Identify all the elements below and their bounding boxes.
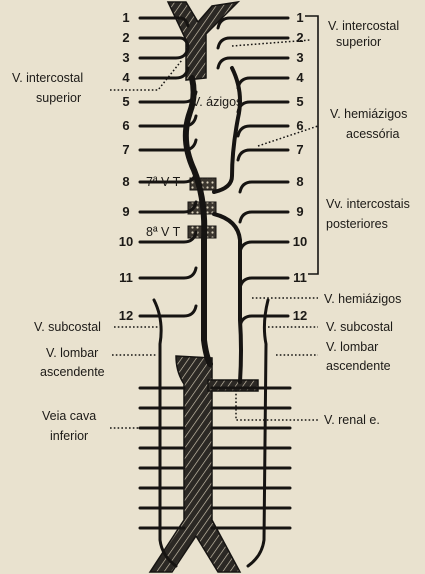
left-rib-number-2: 2 — [122, 30, 129, 45]
right-rib-number-3: 3 — [296, 50, 303, 65]
left-intercostal-vein-7 — [138, 138, 198, 152]
label-intercostal-superior-left-2: superior — [36, 91, 81, 105]
right-rib-number-4: 4 — [296, 70, 304, 85]
left-intercostal-vein-2 — [138, 36, 190, 48]
left-rib-number-12: 12 — [119, 308, 133, 323]
left-intercostal-vein-5 — [138, 90, 198, 104]
right-rib-number-5: 5 — [296, 94, 303, 109]
azygos-vein — [182, 75, 213, 367]
right-intercostal-vein-7 — [236, 148, 290, 162]
left-rib-number-4: 4 — [122, 70, 130, 85]
label-7-vt: 7ª V T — [146, 175, 181, 189]
left-rib-number-8: 8 — [122, 174, 129, 189]
left-intercostal-veins — [138, 16, 198, 318]
left-intercostal-vein-11 — [138, 266, 198, 280]
label-lombar-ascendente-left-2: ascendente — [40, 365, 105, 379]
left-rib-number-11: 11 — [119, 270, 133, 285]
right-intercostal-vein-1 — [216, 16, 290, 30]
label-intercostal-superior-left-1: V. intercostal — [12, 71, 83, 85]
left-intercostal-vein-8 — [138, 170, 198, 184]
left-intercostal-vein-3 — [138, 46, 190, 60]
right-rib-number-1: 1 — [296, 10, 303, 25]
right-intercostal-vein-3 — [216, 56, 290, 70]
label-intercostal-superior-right-2: superior — [336, 35, 381, 49]
label-lombar-ascendente-left-1: V. lombar — [46, 346, 98, 360]
right-rib-number-10: 10 — [293, 234, 307, 249]
label-intercostal-superior-right-1: V. intercostal — [328, 19, 399, 33]
left-intercostal-vein-4 — [138, 66, 190, 80]
label-intercostais-posteriores-2: posteriores — [326, 217, 388, 231]
right-rib-number-8: 8 — [296, 174, 303, 189]
label-subcostal-right: V. subcostal — [326, 320, 393, 334]
left-rib-number-6: 6 — [122, 118, 129, 133]
label-lombar-ascendente-right-2: ascendente — [326, 359, 391, 373]
right-intercostal-vein-11 — [238, 276, 290, 290]
left-intercostal-vein-1 — [138, 16, 190, 28]
right-rib-number-2: 2 — [296, 30, 303, 45]
leader-lines — [110, 39, 319, 429]
right-intercostal-vein-10 — [238, 240, 290, 254]
left-intercostal-vein-9 — [138, 200, 198, 214]
right-rib-number-7: 7 — [296, 142, 303, 157]
left-rib-number-3: 3 — [122, 50, 129, 65]
left-rib-number-5: 5 — [122, 94, 129, 109]
brachiocephalic-veins — [166, 0, 241, 81]
label-8-vt: 8ª V T — [146, 225, 181, 239]
right-rib-number-9: 9 — [296, 204, 303, 219]
right-rib-number-12: 12 — [293, 308, 307, 323]
left-rib-number-10: 10 — [119, 234, 133, 249]
left-intercostal-vein-6 — [138, 114, 198, 128]
inferior-vena-cava — [148, 355, 242, 573]
hemiazygos-veins — [212, 66, 243, 384]
label-hemiazigos-acessoria-1: V. hemiázigos — [330, 107, 407, 121]
left-rib-number-1: 1 — [122, 10, 129, 25]
right-intercostal-veins — [216, 16, 290, 328]
right-intercostal-vein-5 — [236, 100, 290, 114]
right-intercostal-vein-8 — [238, 180, 290, 194]
right-intercostal-vein-2 — [216, 36, 290, 50]
left-rib-number-7: 7 — [122, 142, 129, 157]
label-renal-e: V. renal e. — [324, 413, 380, 427]
label-lombar-ascendente-right-1: V. lombar — [326, 340, 378, 354]
label-veia-cava-1: Veia cava — [42, 409, 96, 423]
lumbar-veins — [138, 386, 292, 530]
right-rib-number-11: 11 — [293, 270, 307, 285]
label-veia-cava-2: inferior — [50, 429, 88, 443]
left-intercostal-vein-12 — [138, 304, 198, 318]
label-hemiazigos-acessoria-2: acessória — [346, 127, 400, 141]
left-renal-vein — [207, 379, 259, 392]
right-intercostal-vein-6 — [236, 124, 290, 138]
left-intercostal-vein-10 — [138, 230, 198, 244]
label-subcostal-left: V. subcostal — [34, 320, 101, 334]
right-rib-number-6: 6 — [296, 118, 303, 133]
label-azigos: V. ázigos — [192, 95, 242, 109]
right-intercostal-vein-9 — [238, 210, 290, 224]
label-hemiazigos: V. hemiázigos — [324, 292, 401, 306]
intercostal-bracket — [305, 15, 319, 275]
labels: V. intercostal superior V. intercostal s… — [12, 19, 410, 443]
label-intercostais-posteriores-1: Vv. intercostais — [326, 197, 410, 211]
right-intercostal-vein-12 — [238, 314, 290, 328]
left-rib-number-9: 9 — [122, 204, 129, 219]
right-intercostal-vein-4 — [236, 76, 290, 90]
